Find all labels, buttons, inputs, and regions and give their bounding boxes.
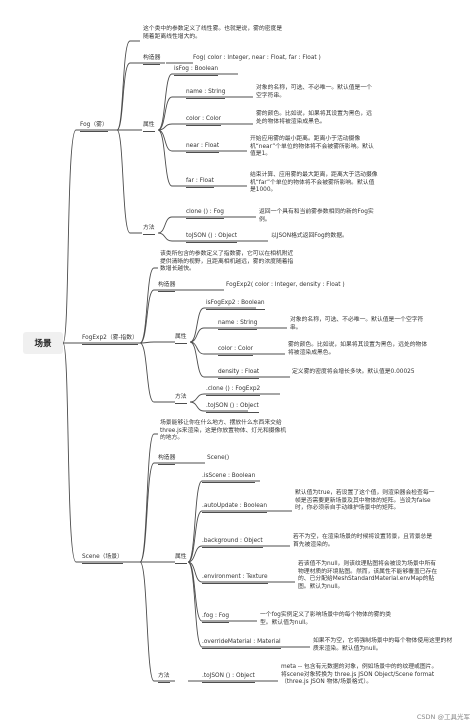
scene-method-tojson-desc: meta -- 包含有元数据的对象，例如场景中的的纹理或图片。将scene对象转… (281, 664, 438, 686)
scene-constructor-node[interactable]: 构造器 (158, 455, 176, 465)
scene-prop-autoupdate[interactable]: .autoUpdate : Boolean (202, 503, 267, 513)
scene-description: 场景能够让你在什么地方、摆放什么东西来交给three.js来渲染，这是你放置物体… (160, 420, 287, 442)
fog-prop-isfog[interactable]: isFog : Boolean (174, 66, 219, 76)
fogexp2-constructor-node[interactable]: 构造器 (158, 282, 176, 292)
fogexp2-prop-name-desc: 对象的名称，可选、不必唯一。默认值是一个空字符串。 (290, 317, 424, 331)
fog-description: 这个类中的参数定义了线性雾。也就是说，雾的密度是随着距离线性增大的。 (143, 26, 283, 40)
fogexp2-prop-density[interactable]: density : Float (218, 369, 260, 379)
fog-node[interactable]: Fog（雾） (80, 122, 108, 132)
fogexp2-prop-color-desc: 雾的颜色。比如说，如果将其设置为黑色，远处的物体将被渲染成黑色。 (288, 342, 428, 356)
scene-methods-node[interactable]: 方法 (158, 673, 170, 683)
scene-prop-isscene[interactable]: .isScene : Boolean (202, 473, 256, 483)
fogexp2-description: 该类所包含的参数定义了指数雾，它可以在相机附近提供清晰的视野，且距离相机越远，雾… (160, 251, 294, 273)
fogexp2-method-clone[interactable]: .clone () : FogExp2 (206, 386, 261, 396)
scene-prop-overridematerial[interactable]: .overrideMaterial : Material (202, 639, 281, 649)
scene-prop-environment[interactable]: .environment : Texture (202, 574, 268, 584)
scene-prop-overridematerial-desc: 如果不为空，它将强制场景中的每个物体使用这里的材质来渲染。默认值为null。 (313, 638, 453, 652)
fog-method-tojson-desc: 以JSON格式返回Fog的数据。 (271, 233, 348, 239)
fogexp2-prop-name[interactable]: name : String (218, 320, 258, 330)
fog-prop-far-desc: 结束计算、应用雾的最大距离，距离大于活动摄像机“far”个单位的物体将不会被雾所… (250, 172, 378, 194)
scene-method-tojson[interactable]: .toJSON () : Object (202, 673, 255, 683)
fogexp2-method-tojson[interactable]: .toJSON () : Object (206, 403, 259, 413)
fog-prop-near[interactable]: near : Float (186, 143, 220, 153)
scene-prop-background[interactable]: .background : Object (202, 538, 263, 548)
fog-methods-node[interactable]: 方法 (143, 225, 155, 235)
fog-constructor-signature: Fog( color : Integer, near : Float, far … (193, 55, 321, 61)
fog-prop-near-desc: 开始应用雾的最小距离。距离小于活动摄像机“near”个单位的物体将不会被雾所影响… (250, 136, 374, 158)
fog-prop-name-desc: 对象的名称，可选、不必唯一。默认值是一个空字符串。 (256, 85, 372, 99)
fogexp2-prop-density-desc: 定义雾的密度将会增长多块。默认值是0.00025 (292, 369, 415, 375)
fog-prop-name[interactable]: name : String (186, 89, 226, 99)
fog-prop-far[interactable]: far : Float (186, 178, 214, 188)
root-node[interactable]: 场景 (23, 332, 63, 354)
scene-node[interactable]: Scene（场景） (82, 554, 123, 564)
fog-method-clone[interactable]: clone () : Fog (186, 209, 224, 219)
scene-prop-environment-desc: 若该值不为null，则该纹理贴图将会被设为场景中所有物理材质的环境贴图。然而，该… (298, 561, 438, 590)
watermark: CSDN @工具光军 (416, 713, 470, 721)
fog-properties-node[interactable]: 属性 (143, 122, 155, 132)
fogexp2-properties-node[interactable]: 属性 (175, 334, 187, 344)
fog-method-clone-desc: 返回一个具有和当前雾参数相同的新的Fog实例。 (259, 209, 374, 223)
fogexp2-prop-isfogexp2[interactable]: isFogExp2 : Boolean (206, 300, 265, 310)
fog-constructor-node[interactable]: 构造器 (143, 55, 161, 65)
fogexp2-prop-color[interactable]: color : Color (218, 346, 254, 356)
fogexp2-methods-node[interactable]: 方法 (175, 394, 187, 404)
fogexp2-node[interactable]: FogExp2（雾-指数） (82, 335, 138, 345)
fog-method-tojson[interactable]: toJSON () : Object (186, 233, 237, 243)
scene-prop-fog-desc: 一个fog实例定义了影响场景中的每个物体的雾的类型。默认值为null。 (260, 612, 392, 626)
fog-prop-color-desc: 雾的颜色。比如说，如果将其设置为黑色，远处的物体将被渲染成黑色。 (256, 111, 372, 125)
scene-prop-background-desc: 若不为空，在渲染场景的时候将设置背景，且背景总是首先被渲染的。 (293, 534, 433, 548)
scene-prop-autoupdate-desc: 默认值为true，若设置了这个值，则渲染器会检查每一帧是否需要更新场景及其中物体… (295, 490, 435, 512)
scene-properties-node[interactable]: 属性 (175, 554, 187, 564)
scene-constructor-signature: Scene() (207, 455, 230, 461)
fog-prop-color[interactable]: color : Color (186, 116, 222, 126)
scene-prop-fog[interactable]: .fog : Fog (202, 613, 230, 623)
fogexp2-constructor-signature: FogExp2( color : Integer, density : Floa… (226, 282, 345, 288)
